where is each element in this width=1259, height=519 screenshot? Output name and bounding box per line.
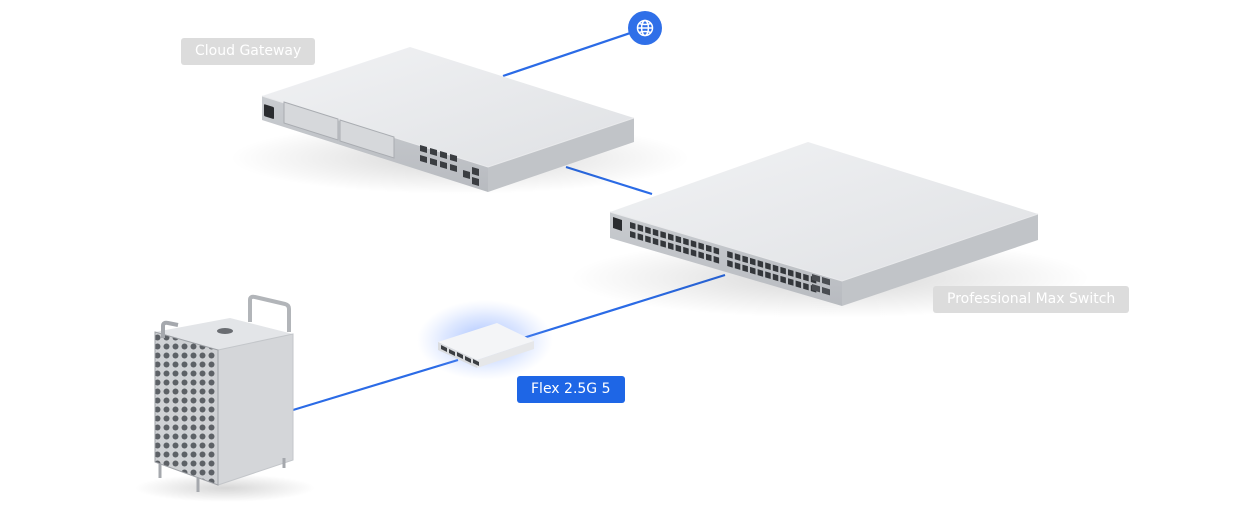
globe-icon [636,19,654,37]
professional-max-switch-device [570,142,1090,318]
link-flex-workstation [292,358,459,412]
flex-switch-label: Flex 2.5G 5 [517,376,625,403]
workstation-tower [135,294,315,502]
gateway-ports [420,145,479,186]
flex-ports [441,345,479,366]
link-internet-gateway [502,26,646,78]
switch-ports [630,222,830,296]
flex-switch-device [417,300,553,380]
cloud-gateway-device [230,47,690,194]
cloud-gateway-label: Cloud Gateway [181,38,316,65]
professional-max-switch-label: Professional Max Switch [933,286,1130,313]
internet-node [628,11,662,45]
